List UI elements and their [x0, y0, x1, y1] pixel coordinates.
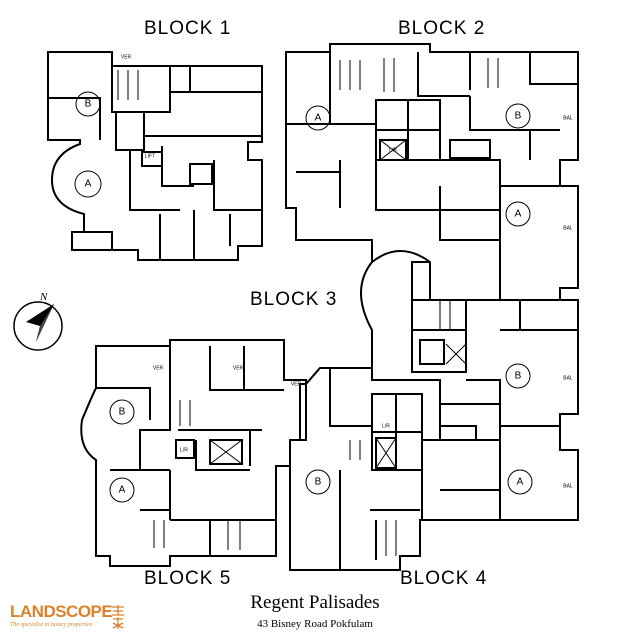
- block-5-plan: [80, 339, 307, 567]
- logo-wordmark: LANDSCOPE: [10, 602, 113, 621]
- room-label-balcony: BAL: [563, 115, 573, 121]
- room-label-verandah: VER: [121, 54, 132, 60]
- logo-chinese-mark-icon: [112, 605, 124, 629]
- property-address: 43 Bisney Road Pokfulam: [257, 618, 373, 630]
- block-1-label: BLOCK 1: [144, 18, 232, 39]
- room-label-b: B: [515, 371, 522, 382]
- north-label: N: [40, 291, 48, 303]
- block-5-label: BLOCK 5: [144, 568, 232, 589]
- block-2-label: BLOCK 2: [398, 18, 486, 39]
- room-label-a: A: [85, 179, 92, 190]
- logo-tagline: The specialist in luxury properties: [10, 622, 93, 628]
- block-1-plan: [47, 51, 263, 261]
- room-label-balcony: BAL: [563, 225, 573, 231]
- landscope-logo: LANDSCOPE The specialist in luxury prope…: [10, 602, 130, 636]
- room-label-b: B: [315, 477, 322, 488]
- room-label-lift-short: L/R: [180, 447, 188, 453]
- room-label-verandah: VER: [153, 365, 164, 371]
- north-arrow-icon: [13, 301, 63, 351]
- room-label-a: A: [119, 485, 126, 496]
- block-3-plan: [360, 261, 579, 427]
- block-4-label: BLOCK 4: [400, 568, 488, 589]
- block-4-plan: [289, 367, 579, 571]
- room-label-b: B: [119, 407, 126, 418]
- property-name: Regent Palisades: [250, 592, 380, 613]
- room-label-lift-short: L/R: [389, 147, 397, 153]
- room-label-a: A: [315, 113, 322, 124]
- room-label-lift: LIFT: [145, 153, 155, 159]
- block-2-plan: [285, 43, 579, 301]
- room-label-a: A: [515, 209, 522, 220]
- room-label-balcony: BAL: [563, 483, 573, 489]
- block-3-label: BLOCK 3: [250, 289, 338, 310]
- room-label-b: B: [515, 111, 522, 122]
- room-label-a: A: [517, 477, 524, 488]
- room-label-verandah: VER: [291, 381, 302, 387]
- room-label-b: B: [85, 99, 92, 110]
- room-label-balcony: BAL: [563, 375, 573, 381]
- room-label-lift-short: L/R: [382, 423, 390, 429]
- room-label-verandah: VER: [233, 365, 244, 371]
